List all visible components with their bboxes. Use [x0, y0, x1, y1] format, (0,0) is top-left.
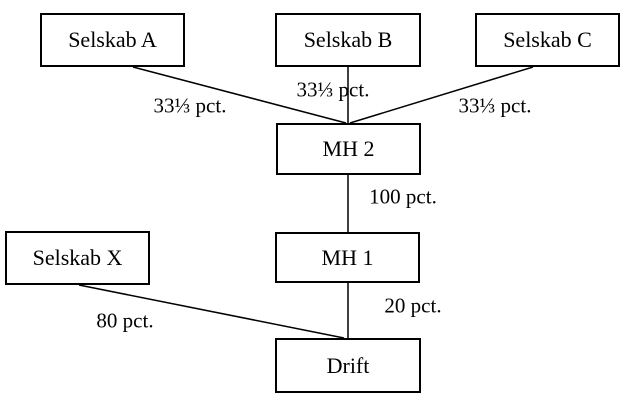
node-selskab-a: Selskab A	[40, 13, 185, 67]
edge-line-selskab-a-mh2	[132, 66, 347, 124]
edge-label-selskab-x-drift: 80 pct.	[96, 308, 154, 333]
edge-label-selskab-a-mh2: 33⅓ pct.	[153, 93, 227, 118]
node-mh-1: MH 1	[275, 232, 420, 283]
edge-line-selskab-c-mh2	[349, 66, 534, 124]
edge-label-mh2-mh1: 100 pct.	[369, 184, 437, 209]
node-selskab-c: Selskab C	[475, 13, 620, 67]
edge-label-selskab-c-mh2: 33⅓ pct.	[458, 93, 532, 118]
node-selskab-x: Selskab X	[5, 231, 150, 285]
edge-line-selskab-x-drift	[78, 284, 345, 339]
edge-label-mh1-drift: 20 pct.	[384, 293, 442, 318]
node-drift: Drift	[275, 338, 421, 393]
node-mh-2: MH 2	[276, 123, 421, 175]
edge-label-selskab-b-mh2: 33⅓ pct.	[296, 77, 370, 102]
node-selskab-b: Selskab B	[275, 13, 421, 67]
